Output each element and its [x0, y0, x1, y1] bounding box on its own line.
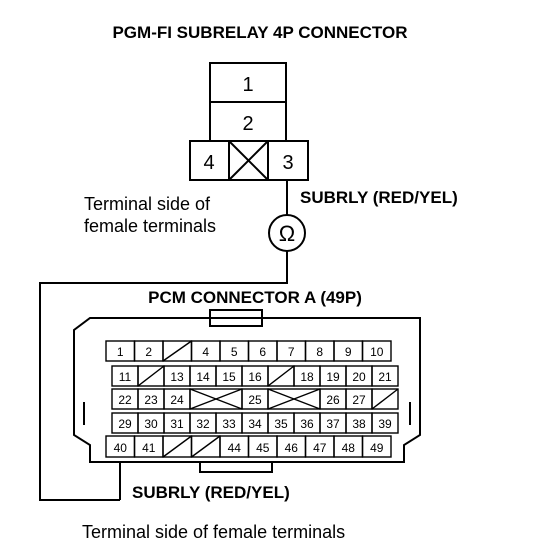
pcm-terminal-39: 39	[378, 417, 392, 431]
pcm-terminal-13: 13	[170, 370, 184, 384]
pcm-terminal-45: 45	[256, 441, 270, 455]
pcm-terminal-26: 26	[326, 393, 340, 407]
subrelay-terminal-3: 3	[282, 152, 293, 174]
pcm-terminal-32: 32	[196, 417, 210, 431]
pcm-terminal-38: 38	[352, 417, 366, 431]
pcm-terminal-47: 47	[313, 441, 327, 455]
subrelay-wire-label: SUBRLY (RED/YEL)	[300, 188, 458, 207]
pcm-title: PCM CONNECTOR A (49P)	[148, 288, 362, 307]
pcm-terminal-49: 49	[370, 441, 384, 455]
pcm-terminal-21: 21	[378, 370, 392, 384]
pcm-terminal-4: 4	[202, 345, 209, 359]
empty-cavity-mark	[137, 365, 165, 387]
pcm-terminal-31: 31	[170, 417, 184, 431]
pcm-terminal-15: 15	[222, 370, 236, 384]
subrelay-note-line2: female terminals	[84, 216, 216, 236]
pcm-terminal-cell	[371, 365, 399, 387]
pcm-terminal-29: 29	[118, 417, 132, 431]
pcm-terminal-41: 41	[142, 441, 156, 455]
pcm-terminal-6: 6	[259, 345, 266, 359]
pcm-terminal-35: 35	[274, 417, 288, 431]
empty-cavity-mark	[191, 435, 221, 458]
pcm-terminal-1: 1	[117, 345, 124, 359]
pcm-terminal-34: 34	[248, 417, 262, 431]
pcm-terminal-40: 40	[114, 441, 128, 455]
subrelay-connector	[189, 62, 309, 181]
pcm-terminal-48: 48	[342, 441, 356, 455]
pcm-connector-housing	[73, 309, 421, 473]
empty-cavity-mark	[371, 388, 399, 410]
pcm-terminal-18: 18	[300, 370, 314, 384]
pcm-terminal-37: 37	[326, 417, 340, 431]
empty-cavity-mark	[267, 365, 295, 387]
pcm-terminal-30: 30	[144, 417, 158, 431]
pcm-terminal-22: 22	[118, 393, 132, 407]
subrelay-note-line1: Terminal side of	[84, 194, 211, 214]
pcm-terminal-20: 20	[352, 370, 366, 384]
empty-cavity-mark	[162, 435, 192, 458]
empty-cavity-mark	[189, 388, 243, 410]
subrelay-terminal-1: 1	[242, 74, 253, 96]
pcm-terminal-44: 44	[228, 441, 242, 455]
svg-text:Ω: Ω	[279, 221, 295, 246]
pcm-terminal-cell	[371, 388, 399, 410]
pcm-terminal-8: 8	[316, 345, 323, 359]
pcm-terminal-25: 25	[248, 393, 262, 407]
empty-cavity-mark	[267, 388, 321, 410]
pcm-terminal-36: 36	[300, 417, 314, 431]
test-lead	[39, 180, 288, 501]
pcm-terminal-24: 24	[170, 393, 184, 407]
pcm-terminal-33: 33	[222, 417, 236, 431]
pcm-terminal-cell	[361, 435, 392, 458]
ohmmeter-icon: Ω	[268, 214, 306, 252]
pcm-terminal-14: 14	[196, 370, 210, 384]
pcm-terminal-cell	[361, 340, 392, 362]
pcm-terminal-2: 2	[145, 345, 152, 359]
subrelay-title: PGM-FI SUBRELAY 4P CONNECTOR	[112, 23, 407, 42]
pcm-terminal-27: 27	[352, 393, 366, 407]
pcm-terminal-5: 5	[231, 345, 238, 359]
pcm-terminal-16: 16	[248, 370, 262, 384]
pcm-footer: Terminal side of female terminals	[82, 522, 345, 542]
subrelay-terminal-4: 4	[203, 152, 214, 174]
pcm-wire-label: SUBRLY (RED/YEL)	[132, 483, 290, 502]
pcm-terminal-7: 7	[288, 345, 295, 359]
subrelay-terminal-2: 2	[242, 113, 253, 135]
pcm-terminal-19: 19	[326, 370, 340, 384]
pcm-terminal-46: 46	[285, 441, 299, 455]
pcm-terminal-10: 10	[370, 345, 384, 359]
pcm-terminal-9: 9	[345, 345, 352, 359]
empty-cavity-mark	[162, 340, 192, 362]
pcm-terminal-cell	[371, 412, 399, 434]
pcm-terminal-11: 11	[119, 370, 132, 384]
pcm-terminal-23: 23	[144, 393, 158, 407]
